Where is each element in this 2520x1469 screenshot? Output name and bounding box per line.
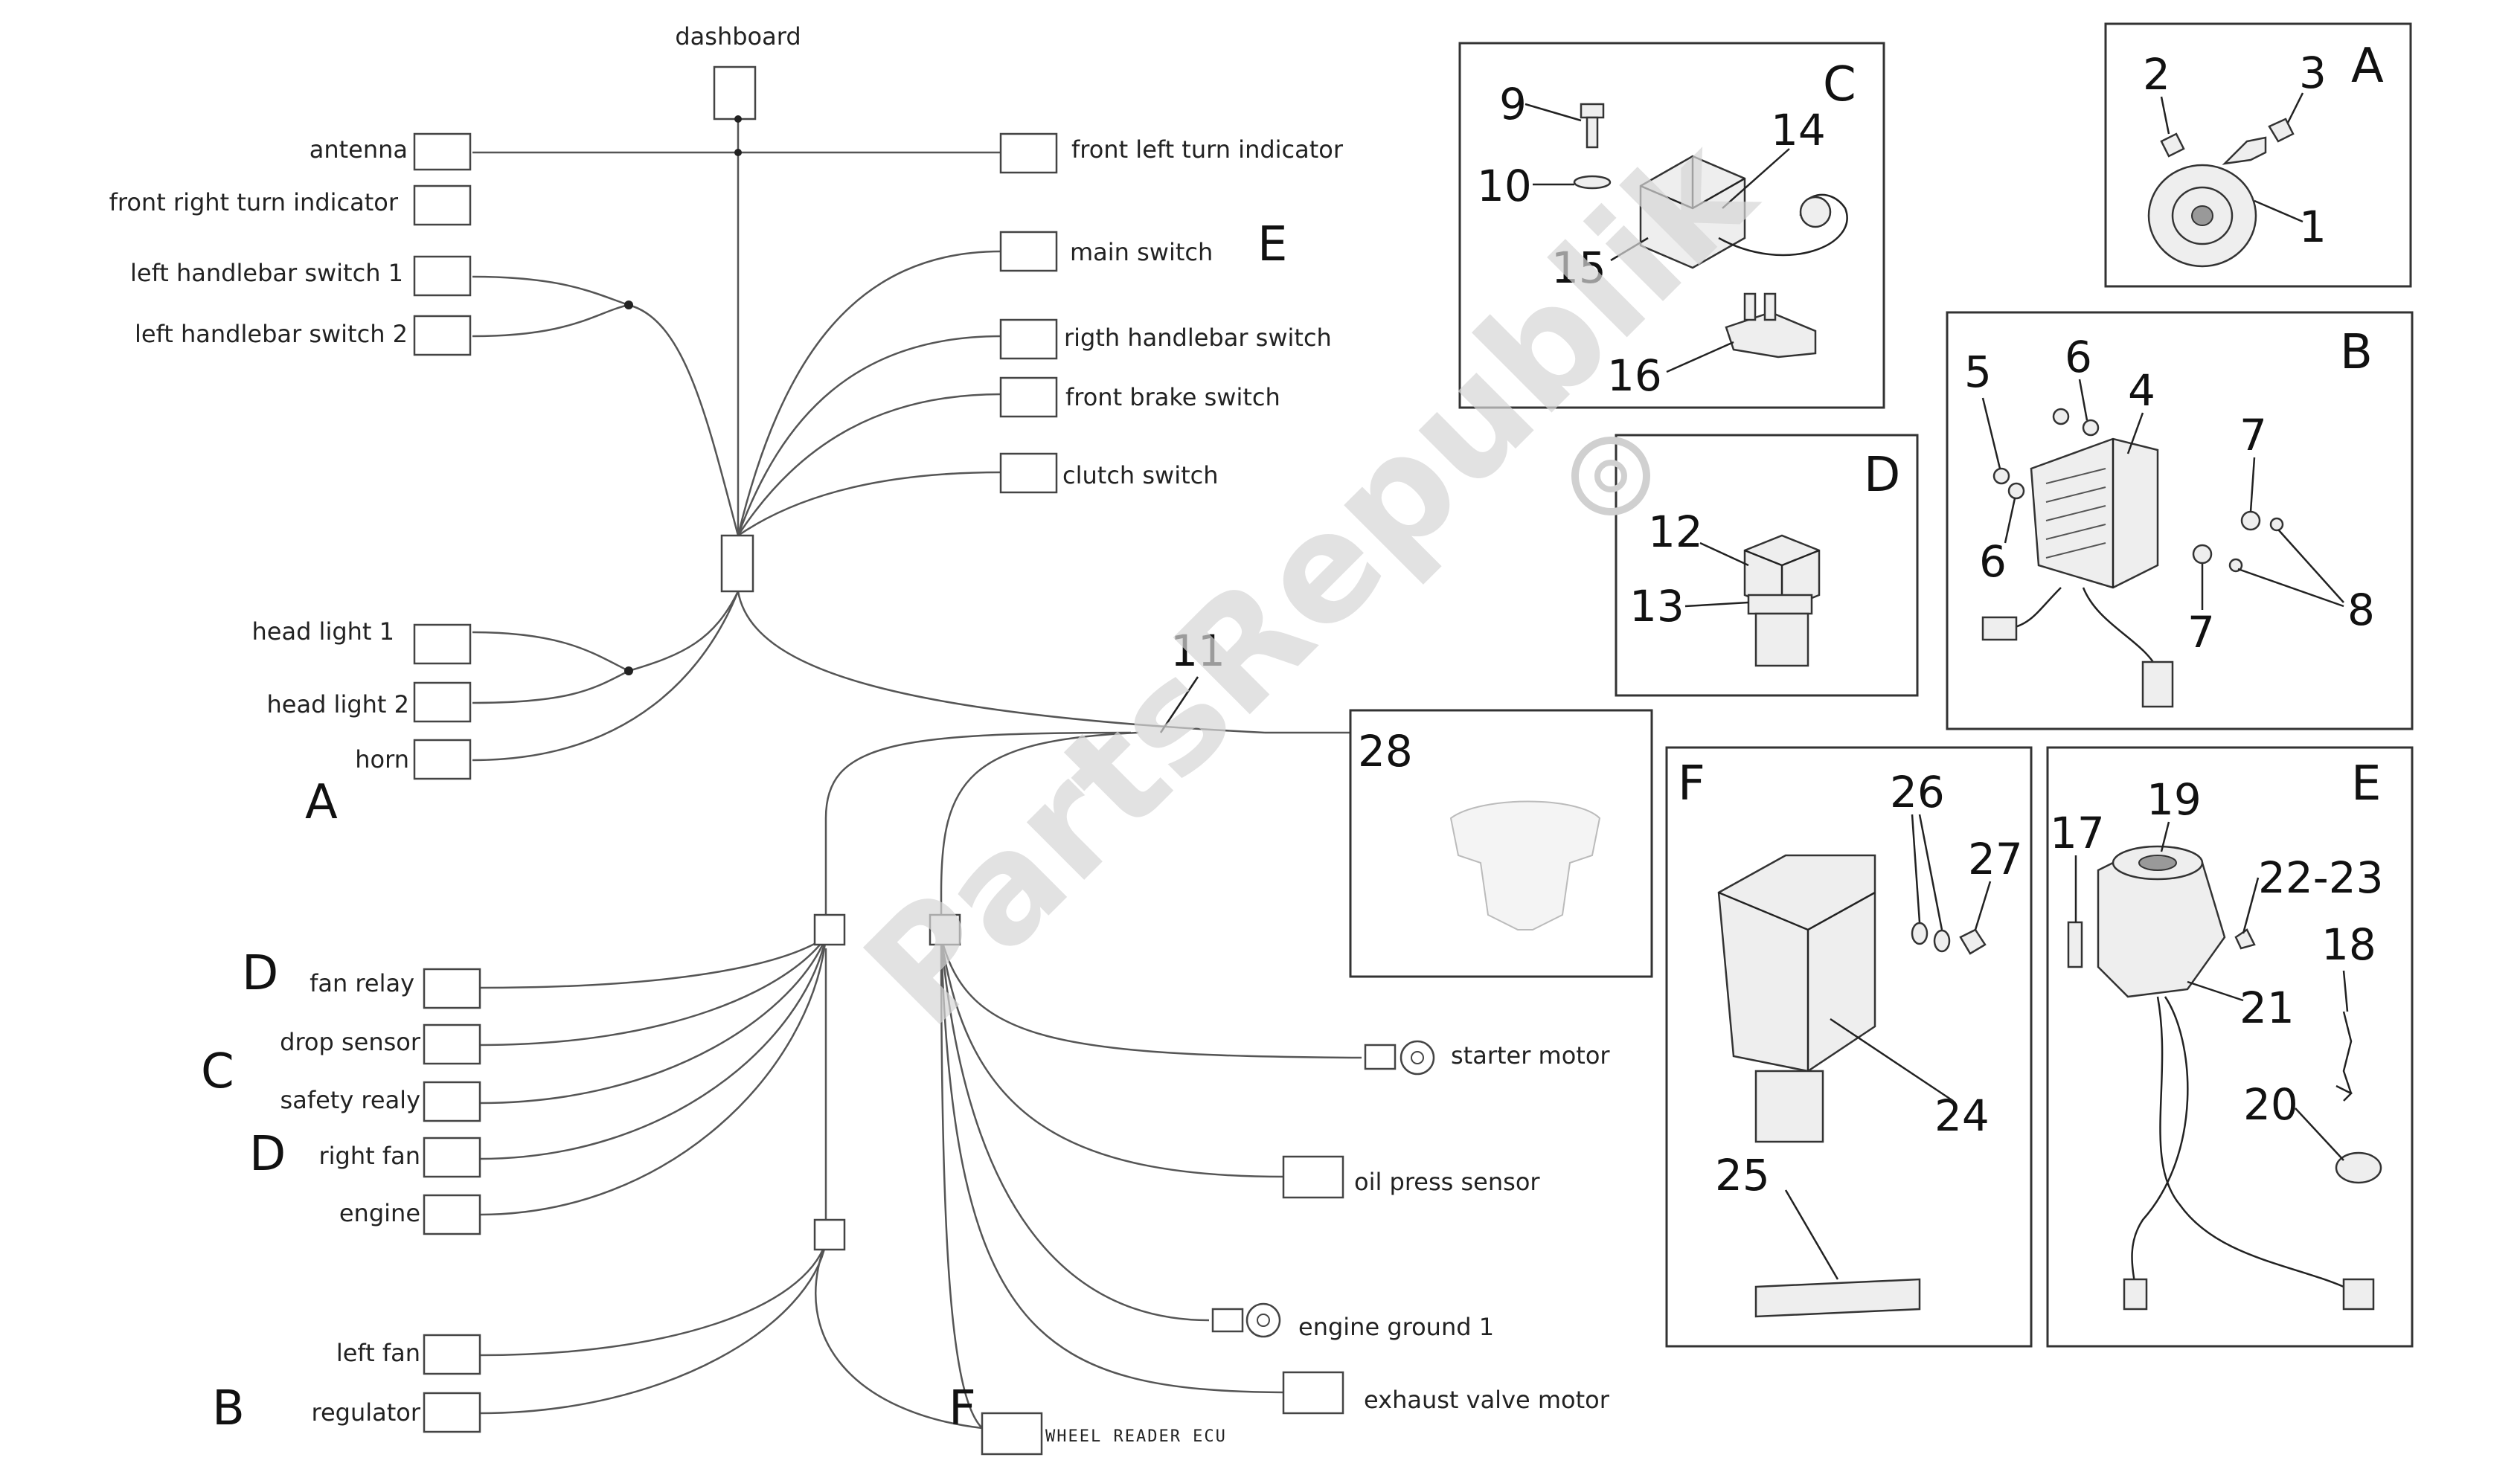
number-17: 17 <box>2050 808 2105 858</box>
panel-d: D 12 13 <box>1615 434 1919 697</box>
label-safety-relay: safety realy <box>280 1086 420 1114</box>
panel-e-letter: E <box>2351 756 2381 811</box>
number-28: 28 <box>1358 726 1413 777</box>
number-25: 25 <box>1715 1150 1770 1200</box>
label-drop-sensor: drop sensor <box>280 1028 421 1056</box>
number-4: 4 <box>2128 365 2155 416</box>
panel-f: F 26 27 24 25 <box>1665 746 2033 1348</box>
label-engine: engine <box>339 1199 420 1227</box>
right-connector-boxes <box>624 65 1435 1456</box>
label-front-right-turn: front right turn indicator <box>109 188 399 216</box>
label-front-left-turn: front left turn indicator <box>1071 135 1344 164</box>
panel-d-letter: D <box>1864 448 1900 503</box>
left-connector-boxes <box>413 132 481 1433</box>
label-exhaust-valve: exhaust valve motor <box>1364 1386 1610 1414</box>
label-dashboard: dashboard <box>675 22 801 51</box>
right-labels: dashboard front left turn indicator main… <box>675 22 1610 1446</box>
number-6a: 6 <box>2065 332 2092 382</box>
letter-a-left: A <box>305 775 338 830</box>
number-2: 2 <box>2143 49 2170 100</box>
label-left-handlebar-1: left handlebar switch 1 <box>130 259 403 287</box>
label-engine-ground: engine ground 1 <box>1298 1313 1494 1341</box>
label-wheel-reader: WHEEL READER ECU <box>1045 1427 1227 1446</box>
label-starter-motor: starter motor <box>1451 1041 1610 1070</box>
group-letters: A B C D D E F <box>201 217 1287 1436</box>
label-main-switch: main switch <box>1070 238 1213 266</box>
number-20: 20 <box>2243 1079 2298 1130</box>
panel-a: A 2 3 1 <box>2104 22 2412 288</box>
number-7b: 7 <box>2187 607 2215 658</box>
number-22-23: 22-23 <box>2258 852 2384 903</box>
label-left-fan: left fan <box>336 1339 420 1367</box>
number-11: 11 <box>1170 626 1225 676</box>
number-26: 26 <box>1890 767 1945 817</box>
number-12: 12 <box>1648 507 1703 557</box>
label-right-handlebar: rigth handlebar switch <box>1064 324 1332 352</box>
label-right-fan: right fan <box>318 1142 420 1170</box>
left-labels: antenna front right turn indicator left … <box>109 135 421 1427</box>
label-front-brake: front brake switch <box>1065 383 1280 411</box>
label-left-handlebar-2: left handlebar switch 2 <box>135 320 408 348</box>
panel-c: C 9 10 14 15 16 <box>1458 42 1885 409</box>
number-7a: 7 <box>2240 410 2267 460</box>
part-11: 11 <box>1159 626 1225 733</box>
label-regulator: regulator <box>311 1398 420 1427</box>
letter-b-left: B <box>212 1381 245 1436</box>
label-antenna: antenna <box>310 135 408 164</box>
wire-harness <box>472 119 1362 1430</box>
letter-c-left: C <box>201 1044 234 1099</box>
number-24: 24 <box>1934 1090 1990 1141</box>
panel-b-letter: B <box>2340 325 2373 380</box>
label-horn: horn <box>355 745 409 774</box>
panel-b: B 5 6 4 6 7 7 <box>1946 311 2414 730</box>
panel-a-letter: A <box>2351 39 2384 94</box>
number-21: 21 <box>2240 983 2295 1033</box>
letter-f-bottom: F <box>949 1381 976 1436</box>
label-clutch: clutch switch <box>1062 461 1219 489</box>
panel-f-letter: F <box>1678 756 1705 811</box>
panel-e: E 17 19 22-23 18 21 20 <box>2046 746 2414 1348</box>
label-head-light-1: head light 1 <box>251 617 394 646</box>
number-5: 5 <box>1964 347 1992 397</box>
number-15: 15 <box>1551 242 1606 293</box>
number-3: 3 <box>2299 48 2327 98</box>
number-10: 10 <box>1477 161 1532 211</box>
number-6b: 6 <box>1979 536 2007 587</box>
number-14: 14 <box>1771 105 1826 155</box>
panel-c-letter: C <box>1823 57 1856 112</box>
letter-e-top: E <box>1257 217 1287 272</box>
label-head-light-2: head light 2 <box>266 690 409 719</box>
number-8: 8 <box>2347 585 2375 635</box>
number-13: 13 <box>1629 581 1684 631</box>
panel-28: 28 <box>1349 709 1653 978</box>
letter-d-left-1: D <box>242 946 278 1001</box>
number-18: 18 <box>2321 919 2376 970</box>
number-16: 16 <box>1607 350 1662 401</box>
gear-icon <box>1571 437 1650 515</box>
number-27: 27 <box>1968 834 2023 884</box>
number-1: 1 <box>2299 202 2327 252</box>
label-oil-press: oil press sensor <box>1354 1168 1540 1196</box>
number-9: 9 <box>1499 79 1527 129</box>
letter-d-left-2: D <box>249 1127 286 1182</box>
number-19: 19 <box>2147 774 2202 825</box>
label-fan-relay: fan relay <box>310 969 414 997</box>
